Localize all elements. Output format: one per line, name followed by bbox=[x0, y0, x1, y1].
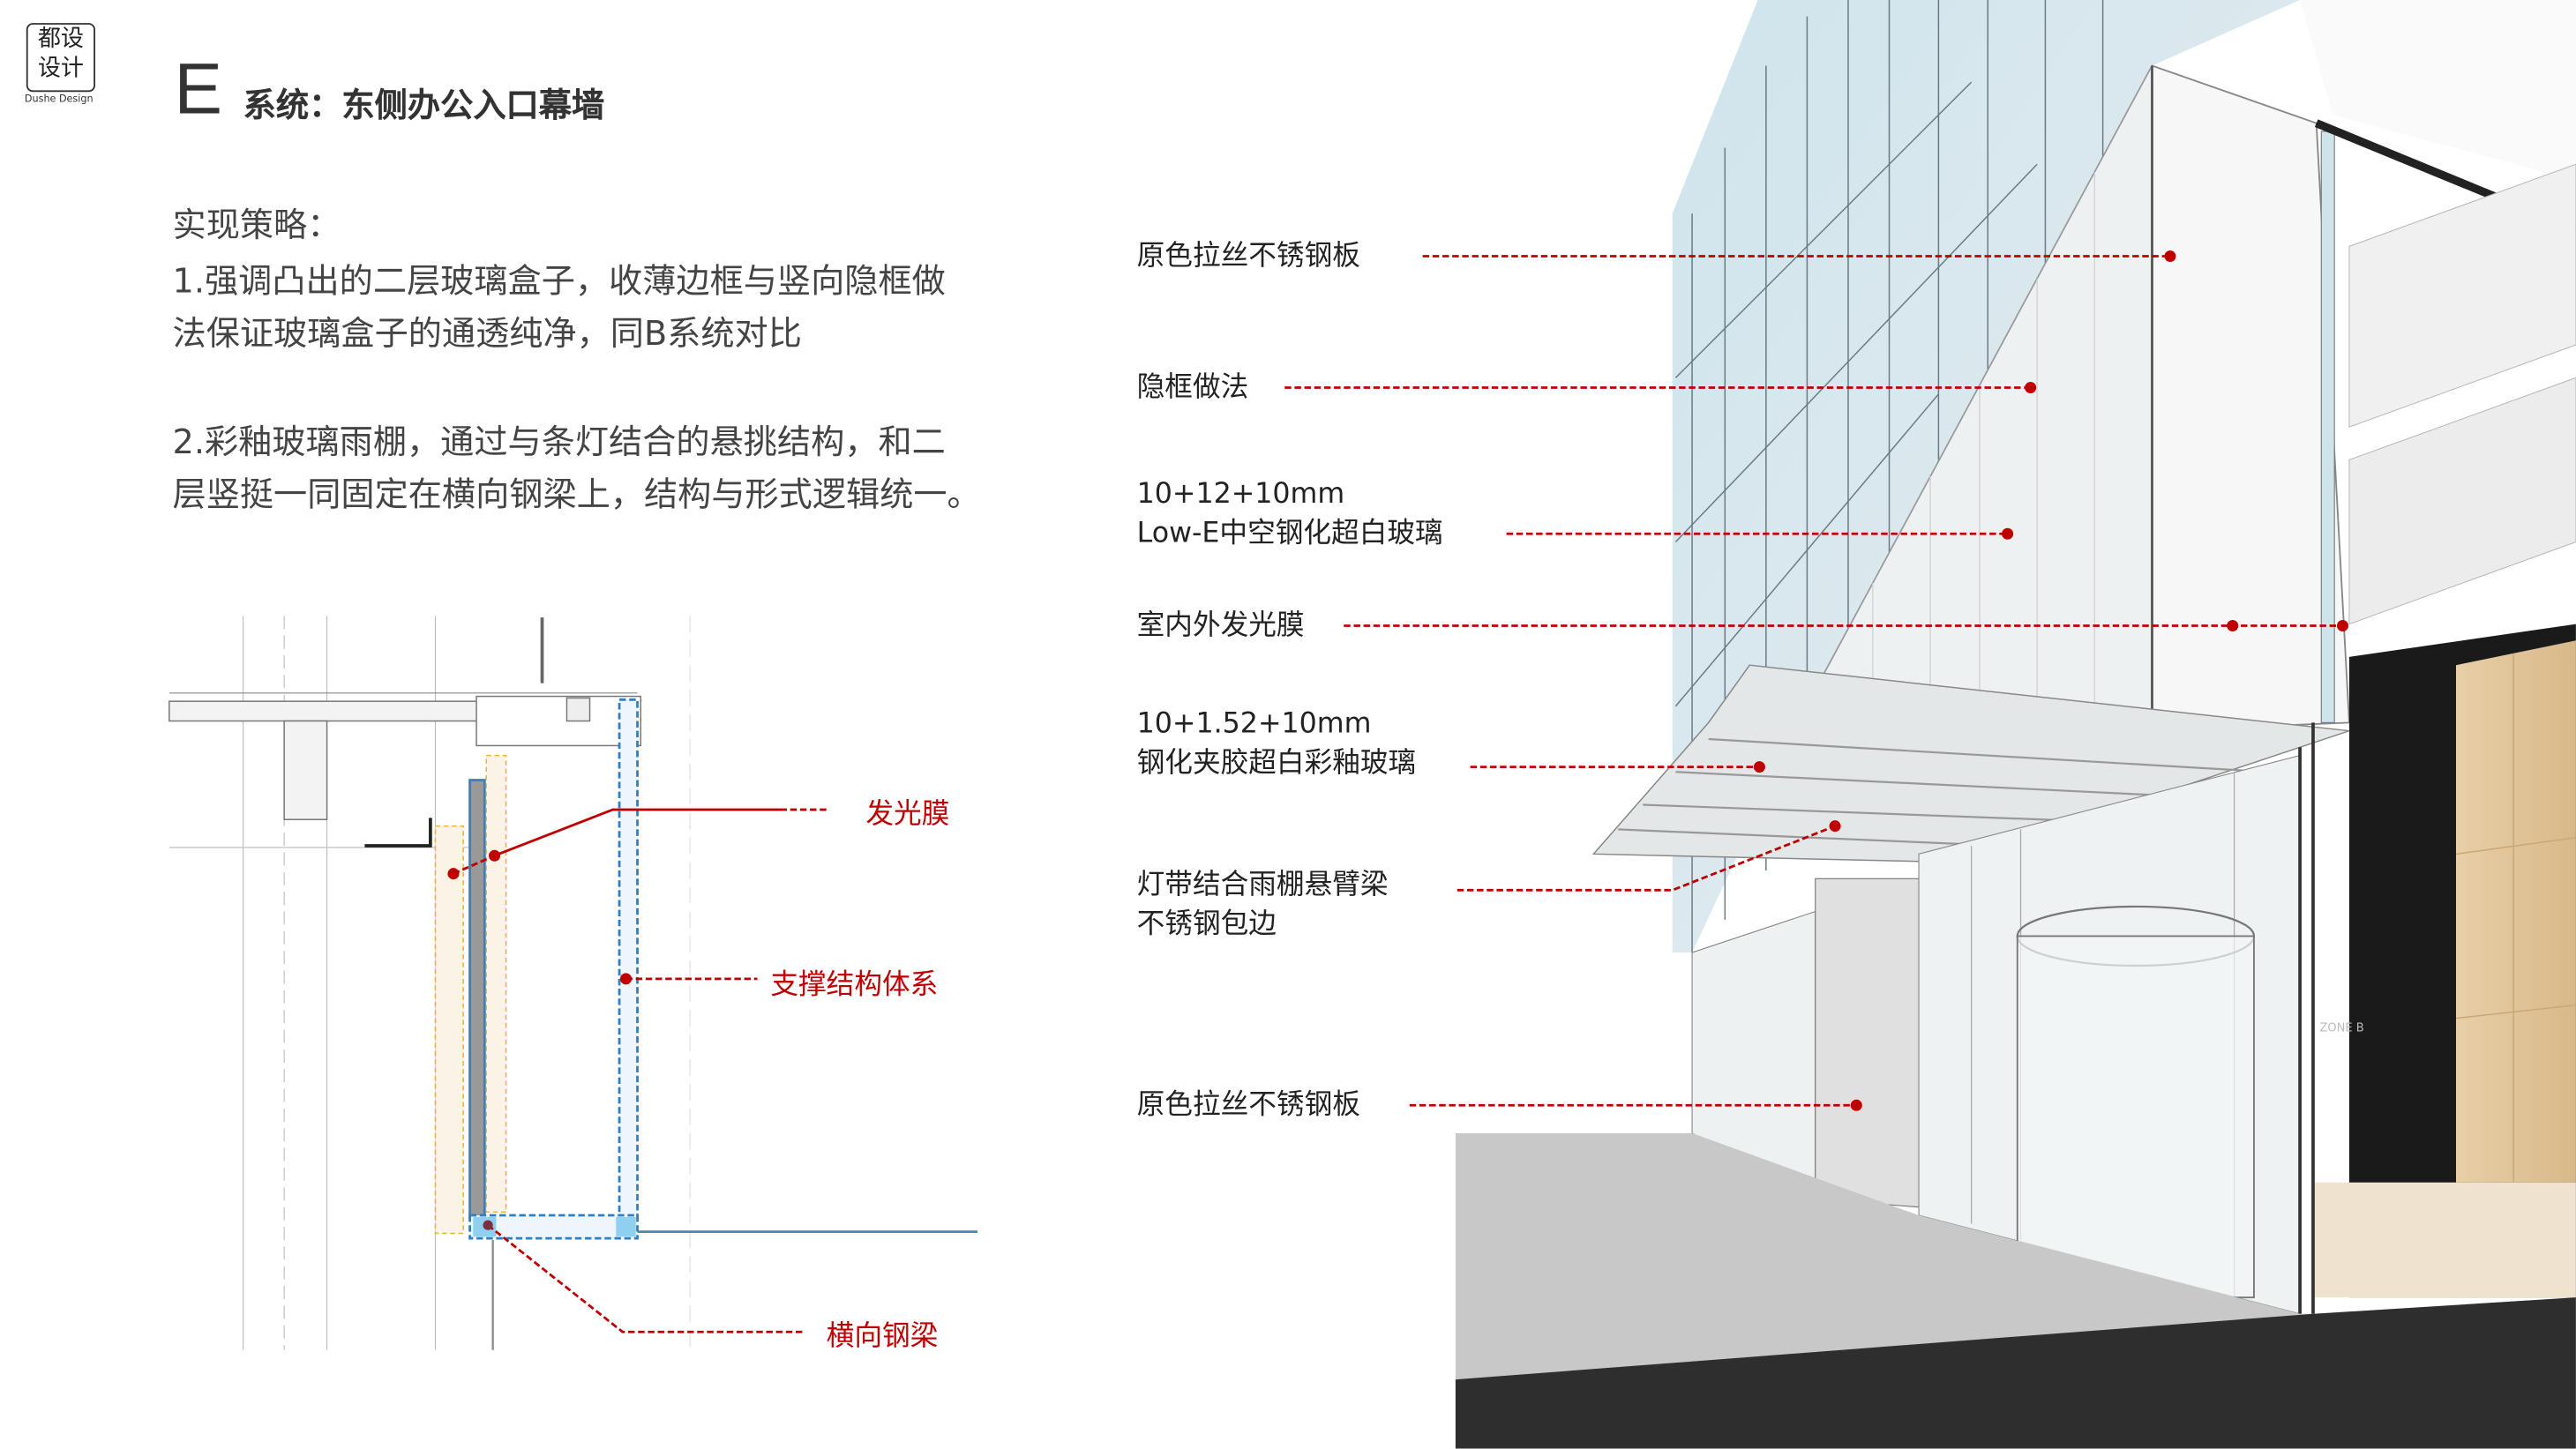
logo-subtitle: Dushe Design bbox=[24, 93, 94, 106]
annotation-label: 10+1.52+10mm bbox=[1136, 707, 1372, 741]
annotation-label: 原色拉丝不锈钢板 bbox=[1136, 239, 1360, 273]
label-support-structure: 支撑结构体系 bbox=[770, 968, 939, 1002]
annotation-label: 钢化夹胶超白彩釉玻璃 bbox=[1136, 747, 1417, 781]
strategy-line: 1.强调凸出的二层玻璃盒子，收薄边框与竖向隐框做 bbox=[172, 261, 946, 301]
logo: 都设 设计 bbox=[26, 23, 96, 93]
logo-text: 设计 bbox=[37, 56, 84, 83]
strategy-line: 层竖挺一同固定在横向钢梁上，结构与形式逻辑统一。 bbox=[172, 474, 981, 514]
annotation-label: Low-E中空钢化超白玻璃 bbox=[1136, 517, 1443, 550]
annotation-label: 10+12+10mm bbox=[1136, 477, 1345, 512]
page-title: 系统：东侧办公入口幕墙 bbox=[243, 85, 605, 125]
label-steel-beam: 横向钢梁 bbox=[826, 1320, 939, 1354]
annotation-label: 原色拉丝不锈钢板 bbox=[1136, 1088, 1360, 1122]
label-luminous-film: 发光膜 bbox=[865, 798, 950, 832]
annotation-label: 不锈钢包边 bbox=[1136, 907, 1277, 942]
annotation-label: 室内外发光膜 bbox=[1136, 609, 1305, 643]
zone-sign: ZONE B bbox=[2319, 1021, 2364, 1035]
strategy-line: 法保证玻璃盒子的通透纯净，同B系统对比 bbox=[172, 313, 802, 354]
strategy-line: 2.彩釉玻璃雨棚，通过与条灯结合的悬挑结构，和二 bbox=[172, 422, 946, 462]
section-letter: E bbox=[174, 49, 223, 131]
strategy-heading: 实现策略： bbox=[172, 205, 341, 245]
logo-text: 都设 bbox=[37, 26, 84, 53]
annotation-label: 灯带结合雨棚悬臂梁 bbox=[1136, 869, 1389, 902]
annotation-label: 隐框做法 bbox=[1136, 370, 1249, 405]
